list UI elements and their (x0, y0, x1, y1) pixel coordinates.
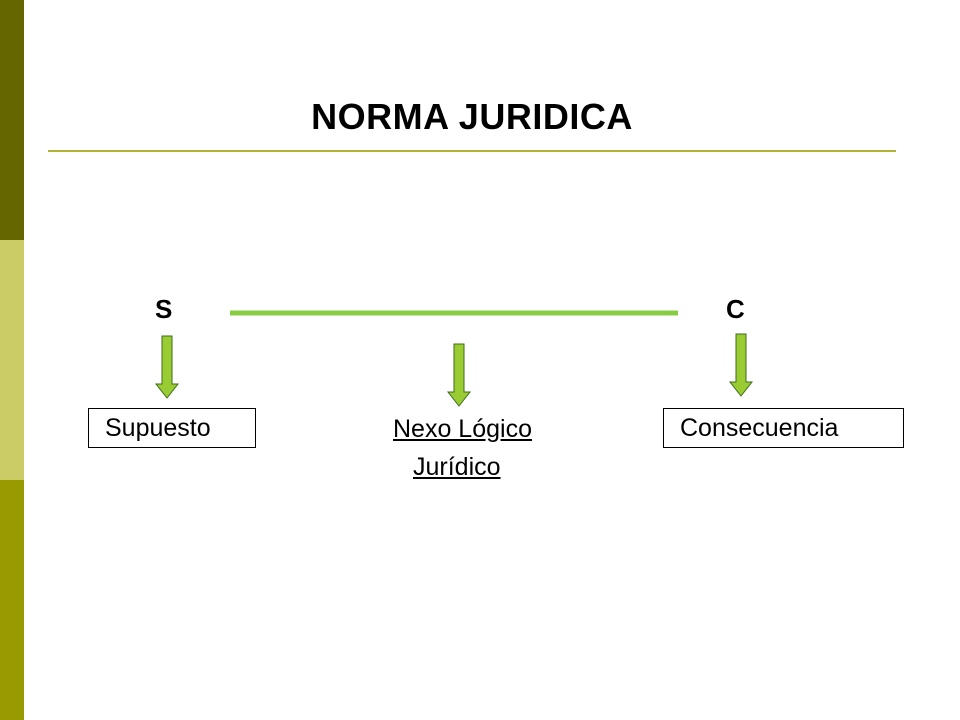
down-arrow-consecuencia (728, 333, 754, 397)
side-bar-dark (0, 0, 24, 240)
supuesto-box: Supuesto (88, 408, 256, 448)
letter-s: S (155, 294, 173, 324)
down-arrow-supuesto (154, 335, 180, 399)
title-underline (48, 150, 896, 152)
supuesto-label: Supuesto (105, 414, 211, 442)
nexo-logico-label: Nexo Lógico (393, 415, 532, 443)
letter-c: C (726, 294, 745, 324)
side-bar-light (0, 240, 24, 480)
side-bar-mid (0, 480, 24, 720)
page-title: NORMA JURIDICA (311, 96, 633, 137)
consecuencia-label: Consecuencia (680, 414, 839, 442)
consecuencia-box: Consecuencia (663, 408, 904, 448)
down-arrow-nexo (446, 343, 472, 407)
juridico-label: Jurídico (413, 453, 501, 481)
